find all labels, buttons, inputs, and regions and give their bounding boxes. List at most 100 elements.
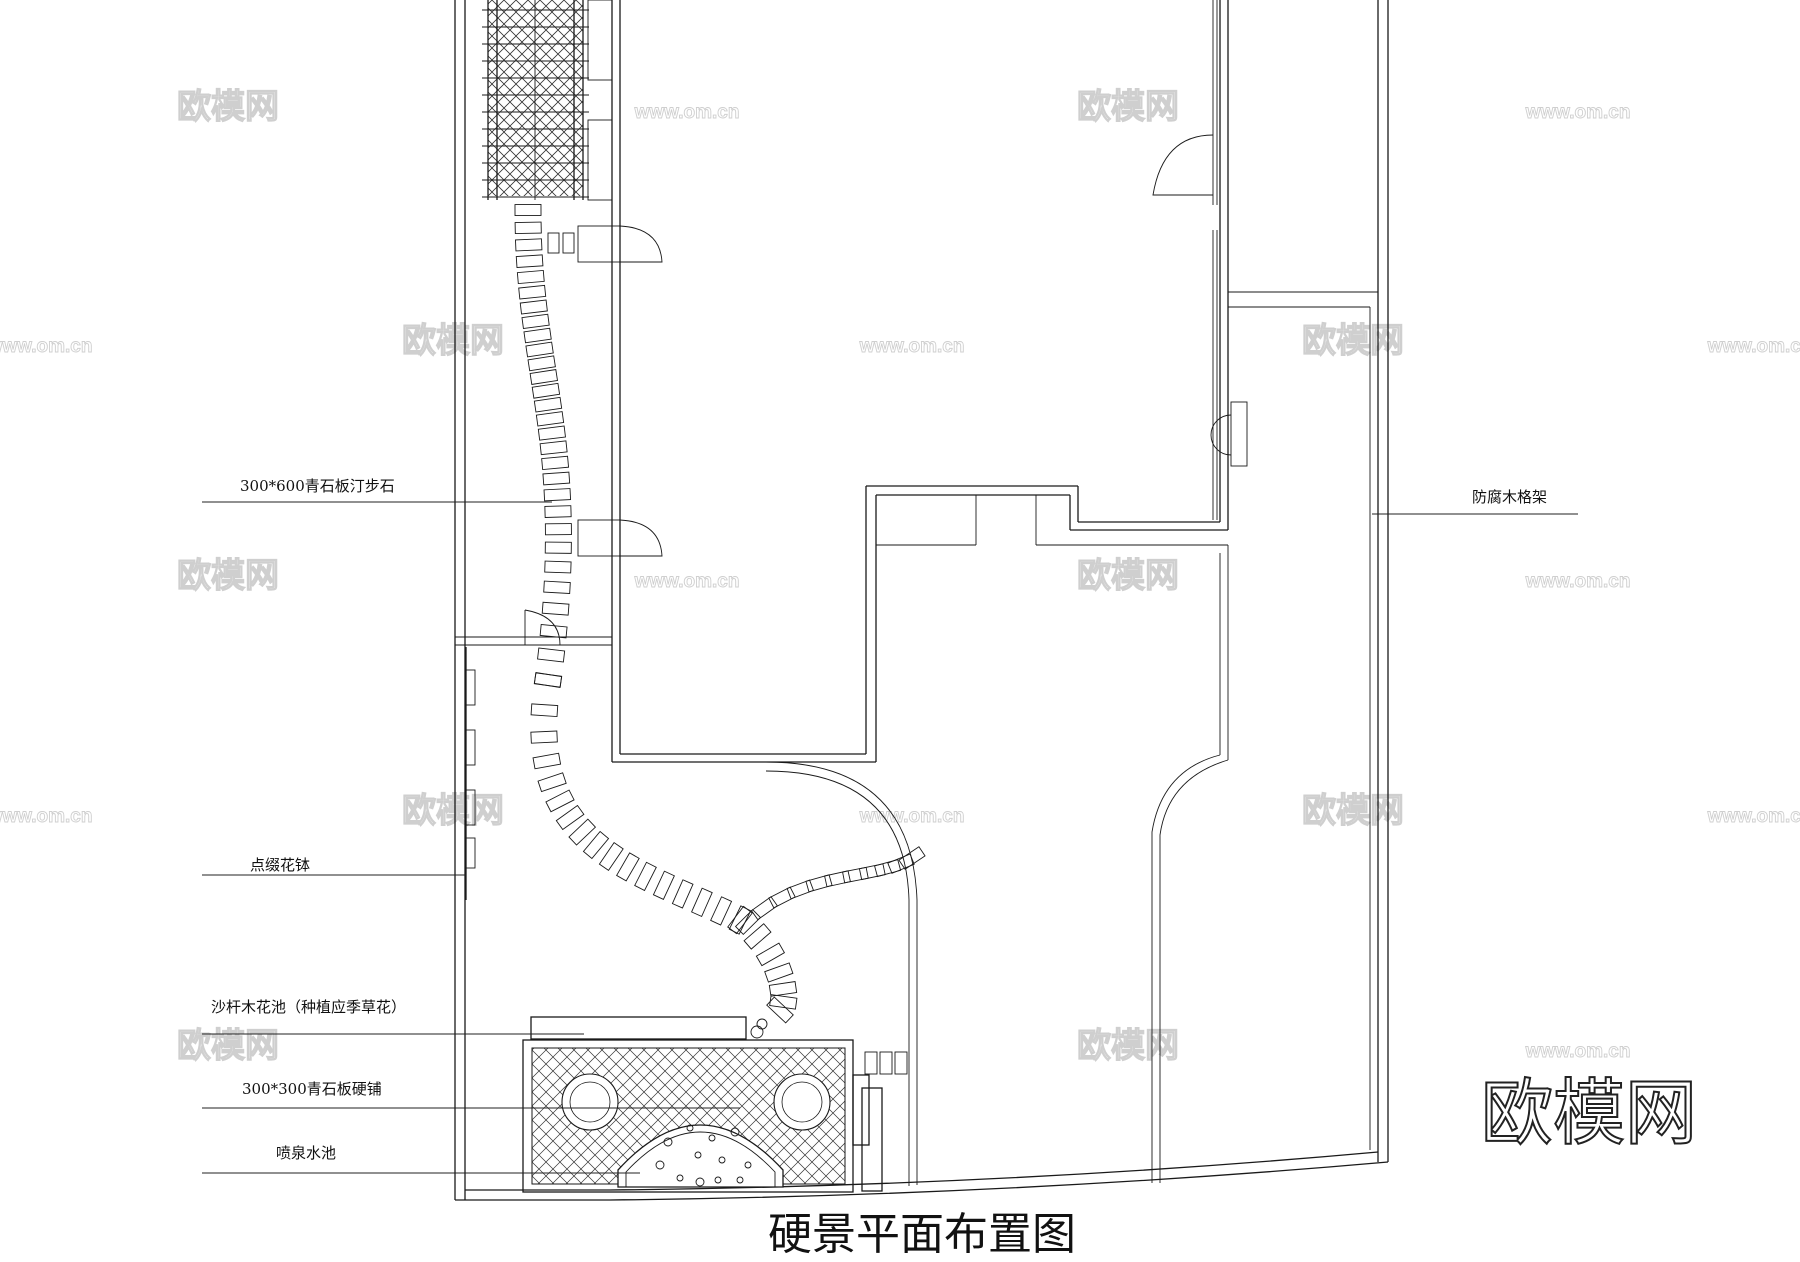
site-boundary bbox=[454, 0, 1389, 1201]
stepping-stone bbox=[529, 369, 559, 385]
stepping-stone bbox=[533, 396, 563, 413]
watermark-brand: 欧模网 bbox=[402, 321, 504, 361]
stepping-stone bbox=[521, 313, 550, 330]
fountain-pebble bbox=[655, 1160, 665, 1170]
watermark-url: www.om.cn bbox=[1525, 1041, 1631, 1062]
stepping-stone bbox=[543, 488, 572, 502]
stepping-stone bbox=[582, 830, 610, 860]
fountain-pebble bbox=[695, 1177, 705, 1187]
watermark-brand: 欧模网 bbox=[402, 791, 504, 831]
watermark-brand: 欧模网 bbox=[1077, 87, 1179, 127]
stepping-stone bbox=[542, 471, 571, 486]
stepping-stone bbox=[691, 887, 713, 918]
watermark-url: www.om.cn bbox=[859, 336, 965, 357]
flower-pot bbox=[465, 837, 476, 869]
watermark-brand: 欧模网 bbox=[1077, 1026, 1179, 1066]
stepping-stone bbox=[750, 896, 778, 921]
stepping-stone bbox=[898, 846, 926, 870]
stepping-stone bbox=[541, 601, 570, 616]
stepping-stone bbox=[874, 859, 902, 878]
stepping-stone bbox=[766, 996, 794, 1024]
stepping-stone bbox=[616, 852, 640, 882]
watermark-url: www.om.cn bbox=[634, 571, 740, 592]
stepping-stone bbox=[515, 238, 543, 252]
flower-pot bbox=[465, 729, 476, 766]
stepping-stone bbox=[531, 382, 561, 399]
building-walls bbox=[455, 0, 1378, 1186]
stepping-stone bbox=[671, 879, 694, 909]
watermark-url: www.om.cn bbox=[1707, 336, 1800, 357]
stepping-stone bbox=[555, 804, 585, 831]
stepping-stone bbox=[786, 879, 815, 900]
stepping-stone bbox=[568, 818, 597, 846]
watermark-brand: 欧模网 bbox=[1302, 791, 1404, 831]
label-stepping-stone: 300*600青石板汀步石 bbox=[240, 477, 395, 495]
fountain-pebble bbox=[718, 1156, 726, 1164]
label-timber-trellis: 防腐木格架 bbox=[1472, 488, 1547, 506]
drawing-title: 硬景平面布置图 bbox=[768, 1209, 1076, 1260]
fountain-plaza bbox=[522, 1016, 908, 1193]
stepping-stone-path bbox=[514, 204, 926, 1024]
stepping-stone bbox=[710, 896, 733, 926]
stepping-stone bbox=[824, 870, 851, 888]
stepping-stone bbox=[544, 541, 572, 554]
watermark-brand: 欧模网 bbox=[1302, 321, 1404, 361]
stepping-stone bbox=[887, 853, 915, 874]
stepping-stone bbox=[537, 772, 567, 793]
callout-leaders bbox=[202, 501, 1578, 1174]
watermark-brand: 欧模网 bbox=[177, 556, 279, 596]
fountain-pebble bbox=[676, 1174, 684, 1182]
stepping-stone bbox=[533, 672, 563, 688]
stepping-stone bbox=[598, 842, 624, 871]
stepping-stone bbox=[537, 647, 566, 663]
stepping-stone bbox=[532, 752, 562, 770]
label-flower-pots: 点缀花钵 bbox=[250, 856, 310, 874]
stepping-stone bbox=[562, 232, 575, 254]
stepping-stone bbox=[547, 232, 560, 254]
fountain-pebble bbox=[686, 1124, 694, 1132]
watermark-brand: 欧模网 bbox=[177, 87, 279, 127]
stepping-stone bbox=[544, 523, 572, 536]
label-planter: 沙杆木花池（种植应季草花） bbox=[211, 998, 406, 1016]
flower-pot-strip bbox=[465, 647, 476, 900]
stepping-stone bbox=[743, 923, 772, 950]
stepping-stone bbox=[530, 703, 559, 718]
stepping-stone bbox=[769, 994, 798, 1010]
watermark-url: www.om.cn bbox=[0, 336, 92, 357]
label-fountain: 喷泉水池 bbox=[276, 1144, 336, 1162]
stepping-stone bbox=[535, 411, 565, 427]
watermark-url: www.om.cn bbox=[1525, 571, 1631, 592]
fountain-pebble bbox=[730, 1127, 740, 1137]
stepping-stone bbox=[530, 730, 558, 744]
stepping-stone bbox=[514, 204, 542, 216]
stepping-stone bbox=[764, 962, 794, 983]
stepping-stone bbox=[527, 355, 556, 372]
fountain-pebble bbox=[708, 1134, 716, 1142]
fountain-pebble bbox=[663, 1137, 673, 1147]
stepping-stone bbox=[543, 580, 571, 594]
stepping-stone bbox=[541, 455, 570, 471]
stepping-stone bbox=[539, 623, 568, 639]
stepping-stone bbox=[545, 789, 575, 813]
stepping-stone bbox=[537, 425, 566, 441]
stepping-stone bbox=[544, 505, 572, 518]
watermark-url: www.om.cn bbox=[634, 102, 740, 123]
stepping-stone bbox=[768, 886, 796, 909]
stepping-stone bbox=[515, 254, 544, 269]
stepping-stone bbox=[525, 341, 554, 358]
fountain-pebble bbox=[694, 1151, 702, 1159]
watermark-url: www.om.cn bbox=[859, 806, 965, 827]
stepping-stone bbox=[727, 905, 753, 935]
flower-pot bbox=[465, 669, 476, 706]
watermark-url: www.om.cn bbox=[1707, 806, 1800, 827]
stepping-stone bbox=[514, 221, 542, 235]
stepping-stone bbox=[842, 866, 869, 884]
stepping-stone bbox=[768, 981, 798, 997]
brand-logo: 欧模网 bbox=[1481, 1071, 1697, 1155]
stepping-stone bbox=[523, 327, 552, 344]
stepping-stone bbox=[516, 269, 545, 285]
stepping-stone bbox=[533, 672, 563, 688]
stepping-stone bbox=[858, 863, 886, 881]
stepping-stone bbox=[652, 870, 675, 901]
